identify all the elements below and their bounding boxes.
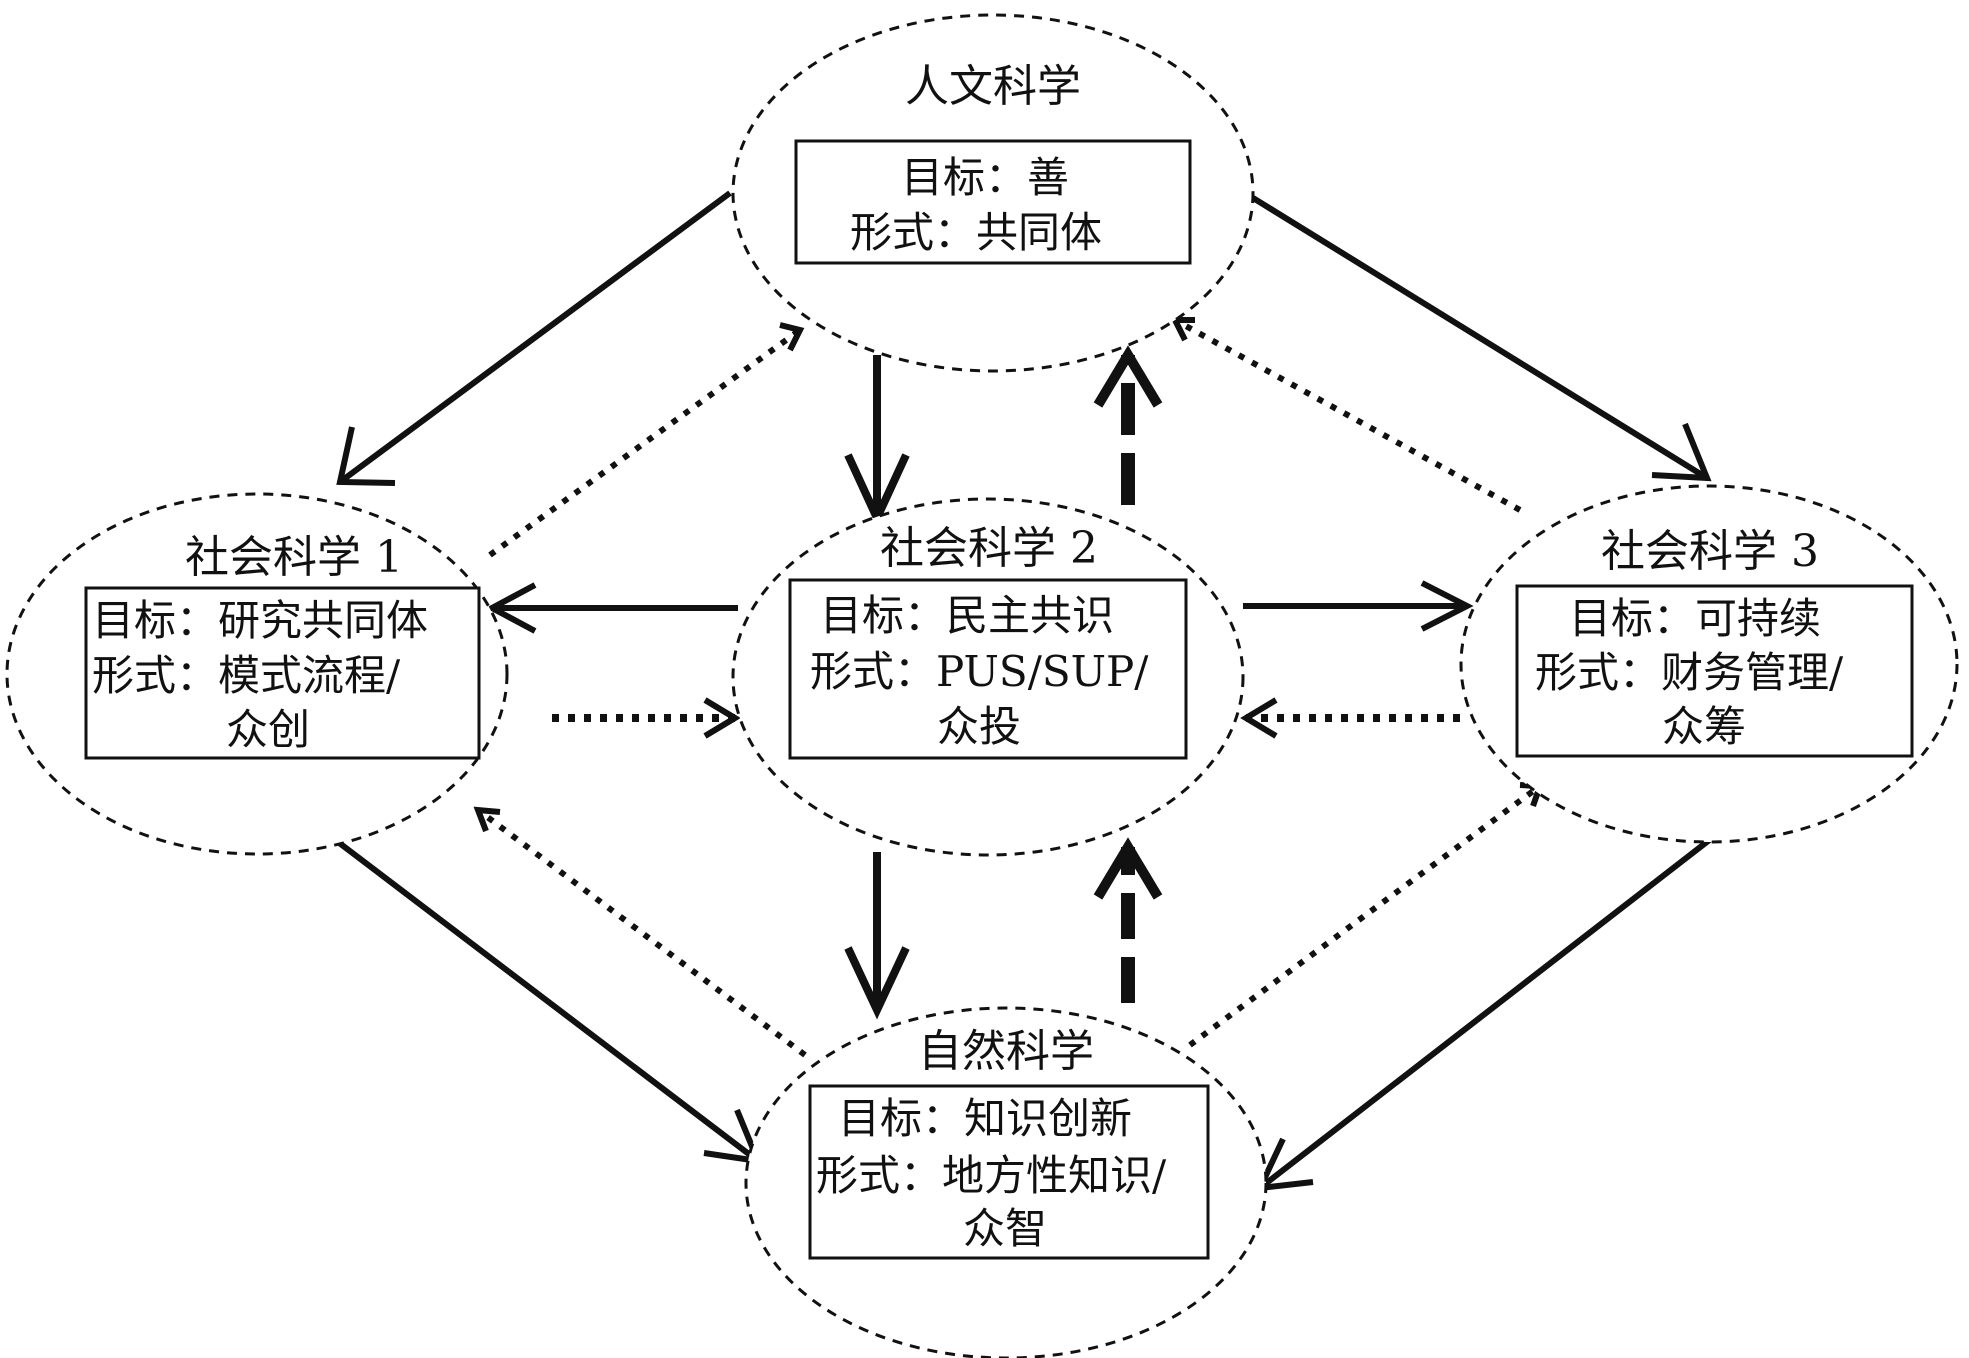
arrowhead-social2-bottom: [1093, 837, 1163, 900]
node-social1-title: 社会科学 1: [185, 532, 403, 583]
node-humanities-line-2: 形式：共同体: [850, 208, 1102, 257]
arrow-natural-to-social3: [1188, 783, 1542, 1048]
node-social3-line-3: 众筹: [1662, 702, 1746, 751]
arrow-social3-to-humanities: [1173, 317, 1522, 513]
arrowhead-social1-right: [485, 582, 537, 634]
node-social1-line-3: 众创: [226, 705, 310, 754]
node-social1-line-1: 目标：研究共同体: [92, 596, 428, 645]
node-social1-line-2: 形式：模式流程/: [92, 651, 401, 700]
arrowhead-humanities-left: [779, 322, 805, 352]
node-social3-line-2: 形式：财务管理/: [1535, 648, 1844, 697]
node-humanities-line-1: 目标：善: [901, 153, 1069, 202]
arrowhead-humanities-bottom: [1093, 345, 1163, 408]
arrowhead-humanities-right: [1170, 317, 1195, 342]
node-natural-line-3: 众智: [963, 1204, 1047, 1253]
node-natural-title: 自然科学: [918, 1026, 1094, 1077]
node-social2: 社会科学 2 目标：民主共识 形式：PUS/SUP/ 众投: [731, 497, 1245, 857]
node-natural-box: [808, 1084, 1210, 1260]
arrowhead-social3-upper: [1651, 422, 1712, 482]
arrow-social3-to-natural: [1258, 835, 1714, 1191]
node-humanities-title: 人文科学: [905, 61, 1081, 112]
node-social2-title: 社会科学 2: [880, 523, 1098, 574]
arrow-humanities-to-social3: [1243, 190, 1709, 481]
arrowhead-natural-top: [844, 946, 910, 1020]
node-natural-line-2: 形式：地方性知识/: [816, 1151, 1167, 1200]
node-natural-line-1: 目标：知识创新: [838, 1094, 1132, 1143]
arrow-social1-to-humanities: [488, 327, 802, 558]
arrowhead-social1-lower: [473, 806, 501, 833]
node-natural: 自然科学 目标：知识创新 形式：地方性知识/ 众智: [744, 1006, 1268, 1358]
arrowhead-social1-upper: [336, 426, 396, 486]
node-social2-line-3: 众投: [937, 702, 1021, 751]
node-social3-title: 社会科学 3: [1601, 526, 1819, 577]
arrow-natural-to-social1: [476, 807, 807, 1058]
node-social2-line-2: 形式：PUS/SUP/: [810, 647, 1149, 696]
arrowhead-social3-left: [1420, 580, 1474, 632]
node-humanities: 人文科学 目标：善 形式：共同体: [731, 13, 1255, 373]
arrow-social1-to-natural: [336, 839, 760, 1164]
arrowhead-social2-left: [703, 697, 741, 739]
node-social2-box: [788, 578, 1188, 760]
arrow-humanities-to-social1: [338, 190, 732, 485]
node-humanities-box: [794, 139, 1192, 265]
node-social3: 社会科学 3 目标：可持续 形式：财务管理/ 众筹: [1459, 484, 1959, 844]
edges: [336, 190, 1714, 1192]
node-social1: 社会科学 1 目标：研究共同体 形式：模式流程/ 众创: [5, 492, 509, 856]
arrowhead-social2-right: [1240, 697, 1278, 739]
node-social1-box: [84, 586, 481, 760]
node-social2-line-1: 目标：民主共识: [820, 591, 1114, 640]
node-social3-line-1: 目标：可持续: [1569, 594, 1821, 643]
node-social3-box: [1515, 584, 1914, 758]
